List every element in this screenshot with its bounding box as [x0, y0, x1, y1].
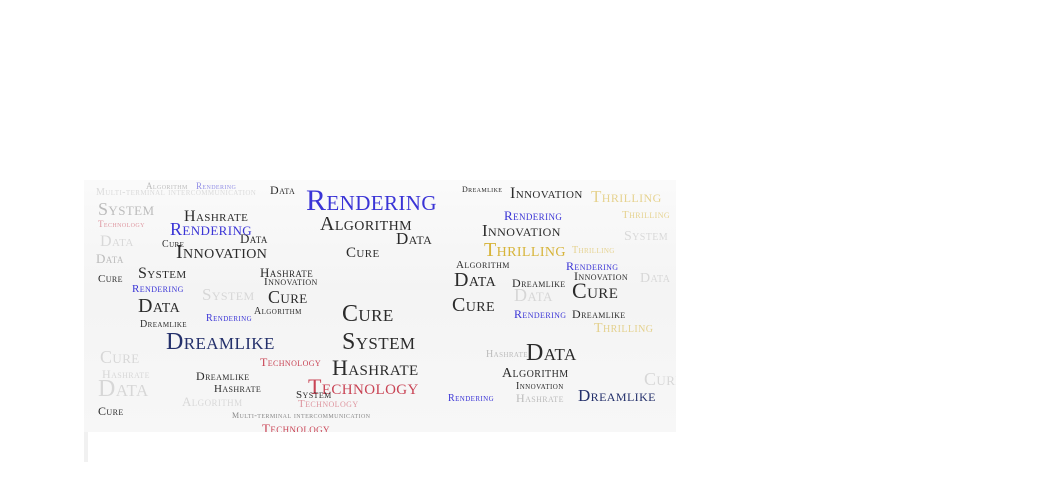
- cloud-word: Cure: [100, 347, 140, 367]
- cloud-word: Data: [640, 271, 671, 286]
- cloud-word: Rendering: [448, 393, 495, 404]
- cloud-word: Data: [138, 295, 181, 317]
- cloud-word: Algorithm: [502, 366, 569, 381]
- cloud-word: Dreamlike: [462, 185, 503, 194]
- cloud-word: Thrilling: [484, 239, 566, 261]
- cloud-word: Hashrate: [516, 391, 564, 405]
- cloud-word: Hashrate: [486, 349, 528, 360]
- cloud-word: Hashrate: [260, 265, 314, 280]
- cloud-word: Multi-terminal intercommunication: [232, 411, 371, 420]
- cloud-word: Dreamlike: [512, 276, 566, 290]
- cloud-word: Data: [454, 269, 497, 291]
- cloud-word: Algorithm: [182, 394, 243, 409]
- cloud-word: Dreamlike: [196, 369, 250, 383]
- cloud-word: Innovation: [482, 221, 561, 240]
- cloud-word: Data: [514, 285, 553, 305]
- cloud-word: Multi-terminal intercommunication: [96, 187, 257, 198]
- cloud-word: Cure: [98, 404, 124, 418]
- cloud-word: Algorithm: [254, 306, 302, 317]
- cloud-word: Cure: [452, 294, 495, 316]
- cloud-word: System: [624, 229, 669, 244]
- cloud-word: Rendering: [206, 313, 253, 324]
- cloud-shadow: [84, 432, 88, 462]
- cloud-word: Cure: [98, 273, 123, 285]
- cloud-word: Cure: [342, 301, 394, 327]
- cloud-word: Dreamlike: [578, 386, 656, 405]
- cloud-word: Data: [396, 229, 433, 248]
- cloud-word: Cure: [346, 245, 380, 261]
- cloud-word: Rendering: [196, 181, 237, 191]
- cloud-word: Rendering: [306, 184, 437, 217]
- cloud-word: Dreamlike: [572, 307, 626, 321]
- cloud-word: Algorithm: [146, 181, 188, 191]
- cloud-word: System: [342, 329, 416, 355]
- cloud-word: Thrilling: [572, 245, 615, 256]
- cloud-word: Thrilling: [622, 209, 671, 221]
- cloud-word: Cure: [268, 287, 308, 307]
- cloud-word: Rendering: [170, 219, 253, 239]
- cloud-word: Data: [270, 183, 296, 197]
- cloud-word: Rendering: [132, 283, 184, 295]
- cloud-word: Innovation: [176, 241, 268, 263]
- cloud-word: Hashrate: [214, 383, 262, 395]
- cloud-word: Thrilling: [594, 321, 654, 336]
- cloud-word: Data: [526, 340, 577, 366]
- cloud-word: Innovation: [516, 381, 564, 392]
- cloud-word: Cure: [572, 278, 619, 303]
- cloud-word: Data: [98, 376, 149, 402]
- cloud-word: System: [296, 389, 332, 401]
- cloud-word: Technology: [298, 398, 359, 410]
- cloud-word: Hashrate: [102, 367, 150, 381]
- cloud-word: Innovation: [510, 185, 583, 202]
- cloud-word: System: [202, 285, 255, 304]
- cloud-word: Technology: [308, 374, 419, 399]
- cloud-word: Rendering: [504, 208, 563, 223]
- cloud-word: System: [98, 199, 155, 219]
- cloud-word: Dreamlike: [166, 329, 275, 355]
- cloud-word: Technology: [262, 421, 330, 432]
- cloud-word: Innovation: [264, 276, 318, 288]
- cloud-word: Hashrate: [332, 355, 419, 380]
- cloud-word: Algorithm: [320, 213, 412, 235]
- cloud-word: Technology: [98, 219, 145, 229]
- cloud-word: Dreamlike: [140, 319, 187, 330]
- cloud-word: Rendering: [514, 307, 567, 321]
- cloud-word: Cure: [644, 369, 676, 389]
- cloud-word: Hashrate: [184, 208, 249, 225]
- cloud-word: Technology: [260, 355, 322, 369]
- cloud-word: Algorithm: [456, 259, 510, 271]
- cloud-word: Data: [240, 231, 268, 246]
- cloud-word: Rendering: [566, 259, 619, 273]
- cloud-word: System: [138, 265, 187, 282]
- cloud-word: Thrilling: [591, 187, 662, 206]
- cloud-word: Innovation: [574, 269, 629, 283]
- cloud-word: Data: [100, 233, 134, 250]
- cloud-word: Data: [96, 251, 124, 266]
- cloud-word: Cure: [162, 239, 185, 250]
